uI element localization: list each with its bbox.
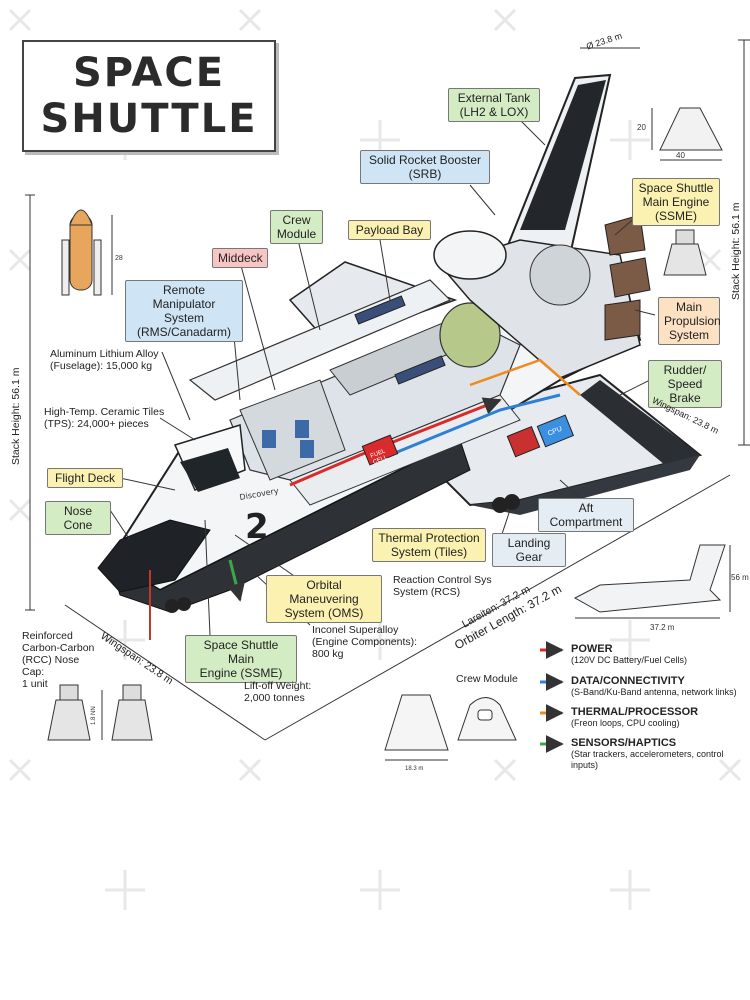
svg-text:40: 40 <box>676 151 685 160</box>
label-crew-module: Crew Module <box>270 210 323 244</box>
shuttle-side-view <box>573 544 731 619</box>
label-rms: Remote Manipulator System (RMS/Canadarm) <box>125 280 243 342</box>
legend-title: THERMAL/PROCESSOR <box>571 706 699 718</box>
legend-sub: (Star trackers, accelerometers, control … <box>571 749 724 770</box>
svg-text:18.3 m: 18.3 m <box>405 766 423 772</box>
label-ssme-top: Space Shuttle Main Engine (SSME) <box>632 178 720 226</box>
title-line-1: SPACE <box>72 50 226 96</box>
svg-text:37.2 m: 37.2 m <box>650 623 675 632</box>
label-oms: Orbital Maneuvering System (OMS) <box>266 575 382 623</box>
label-landing-gear: Landing Gear <box>492 533 566 567</box>
dim-stack-height-left: Stack Height: 56.1 m <box>10 367 22 465</box>
capsule-cutaway-icon <box>384 694 449 761</box>
label-nose-cone: Nose Cone <box>45 501 111 535</box>
svg-text:28: 28 <box>115 255 123 262</box>
svg-text:1.8 NN: 1.8 NN <box>91 706 97 725</box>
rocket-stack-icon <box>61 209 113 296</box>
svg-text:FUELCELL: FUELCELL <box>370 448 390 466</box>
legend-sub: (Freon loops, CPU cooling) <box>571 718 680 728</box>
capsule-exterior-icon <box>457 697 517 741</box>
decal-number: 2 <box>245 507 269 547</box>
label-external-tank: External Tank (LH2 & LOX) <box>448 88 540 122</box>
label-srb: Solid Rocket Booster (SRB) <box>360 150 490 184</box>
engine-icon-top <box>663 229 707 276</box>
title-box: SPACE SHUTTLE <box>22 40 276 152</box>
note-crew-module: Crew Module <box>456 673 518 685</box>
legend-item-sensors: SENSORS/HAPTICS (Star trackers, accelero… <box>571 738 750 771</box>
legend-item-data: DATA/CONNECTIVITY (S-Band/Ku-Band antenn… <box>571 676 737 698</box>
watermark-pattern <box>8 8 742 910</box>
label-rudder: Rudder/ Speed Brake <box>648 360 722 408</box>
label-aft-compartment: Aft Compartment <box>538 498 634 532</box>
note-inconel: Inconel Superalloy (Engine Components): … <box>312 624 418 660</box>
engine-icon-bottom-2 <box>101 684 153 741</box>
svg-text:20: 20 <box>637 123 646 132</box>
label-flight-deck: Flight Deck <box>47 468 123 488</box>
dim-stack-height-right: Stack Height: 56.1 m <box>730 202 742 300</box>
label-middeck: Middeck <box>212 248 268 268</box>
legend-sub: (120V DC Battery/Fuel Cells) <box>571 655 688 665</box>
label-ssme-bottom: Space Shuttle Main Engine (SSME) <box>185 635 297 683</box>
legend-title: SENSORS/HAPTICS <box>571 737 677 749</box>
label-main-propulsion: Main Propulsion System <box>658 297 721 345</box>
legend-item-power: POWER (120V DC Battery/Fuel Cells) <box>571 644 687 666</box>
note-tiles: High-Temp. Ceramic Tiles (TPS): 24,000+ … <box>44 406 165 430</box>
note-rcc: Reinforced Carbon-Carbon (RCC) Nose Cap:… <box>22 630 95 690</box>
legend-item-thermal: THERMAL/PROCESSOR (Freon loops, CPU cool… <box>571 707 698 729</box>
svg-text:56 m: 56 m <box>731 573 749 582</box>
capsule-icon <box>651 107 723 161</box>
legend-title: POWER <box>571 643 613 655</box>
note-rcs: Reaction Control Sys System (RCS) <box>393 574 492 598</box>
label-thermal-protection: Thermal Protection System (Tiles) <box>372 528 486 562</box>
note-aluminum: Aluminum Lithium Alloy (Fuselage): 15,00… <box>50 348 159 372</box>
note-liftoff: Lift-off Weight: 2,000 tonnes <box>244 680 312 704</box>
fuel-cell-block <box>361 434 399 466</box>
legend-title: DATA/CONNECTIVITY <box>571 675 685 687</box>
cpu-block <box>536 414 575 448</box>
label-payload-bay: Payload Bay <box>348 220 431 240</box>
engine-icon-bottom-1 <box>47 684 91 741</box>
legend-sub: (S-Band/Ku-Band antenna, network links) <box>571 687 737 697</box>
title-line-2: SHUTTLE <box>40 96 258 142</box>
